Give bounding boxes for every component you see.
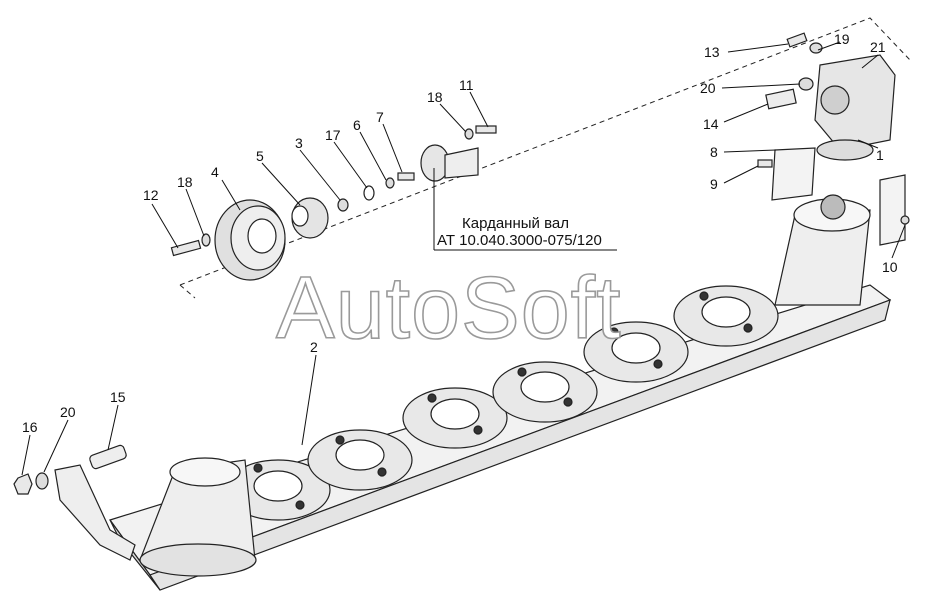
hub-5 xyxy=(291,197,329,239)
bolt-14 xyxy=(765,88,797,110)
nut-10 xyxy=(900,215,910,225)
bolt-7 xyxy=(397,172,415,181)
left-drum xyxy=(139,457,257,577)
cutter-discs xyxy=(225,285,779,521)
cutter-disc xyxy=(583,321,689,383)
washer-20b xyxy=(35,472,49,490)
caption-line2: АТ 10.040.3000-075/120 xyxy=(437,232,602,249)
callout-15: 15 xyxy=(110,389,126,405)
callout-1: 1 xyxy=(876,147,884,163)
bolt-13 xyxy=(786,32,808,48)
callout-18: 18 xyxy=(427,89,443,105)
assembly-axis xyxy=(179,17,911,299)
callout-6: 6 xyxy=(353,117,361,133)
callout-9: 9 xyxy=(710,176,718,192)
caption-line1: Карданный вал xyxy=(462,215,569,232)
callout-labels: 13 19 21 20 14 1 8 9 10 11 18 7 6 17 3 5… xyxy=(22,31,898,435)
cutter-disc xyxy=(402,387,508,449)
callout-20: 20 xyxy=(60,404,76,420)
cutter-disc xyxy=(225,459,331,521)
washer-19 xyxy=(809,42,823,54)
pin-15 xyxy=(89,444,127,470)
bolt-12 xyxy=(170,239,202,257)
driveshaft-caption: Карданный вал АТ 10.040.3000-075/120 xyxy=(433,168,617,251)
callout-17: 17 xyxy=(325,127,341,143)
washer-3 xyxy=(337,198,349,212)
callout-13: 13 xyxy=(704,44,720,60)
callout-11: 11 xyxy=(459,77,474,93)
nut-16 xyxy=(13,473,33,495)
pulley-4 xyxy=(214,199,286,281)
callout-5: 5 xyxy=(256,148,264,164)
callout-19: 19 xyxy=(834,31,850,47)
right-drum xyxy=(771,147,906,306)
gearbox xyxy=(814,54,896,161)
callout-21: 21 xyxy=(870,39,886,55)
washer-18b xyxy=(201,233,211,247)
washer-6 xyxy=(385,177,395,189)
callout-14: 14 xyxy=(703,116,719,132)
ring-17 xyxy=(363,185,375,201)
yoke-flange xyxy=(420,144,479,182)
callout-18: 18 xyxy=(177,174,193,190)
bolt-9 xyxy=(757,159,773,168)
bolt-11 xyxy=(475,125,497,134)
callout-16: 16 xyxy=(22,419,38,435)
left-bracket xyxy=(54,464,136,561)
callout-20: 20 xyxy=(700,80,716,96)
callout-8: 8 xyxy=(710,144,718,160)
callout-2: 2 xyxy=(310,339,318,355)
washer-18a xyxy=(464,128,474,140)
callout-3: 3 xyxy=(295,135,303,151)
callout-12: 12 xyxy=(143,187,159,203)
cutter-disc xyxy=(492,361,598,423)
washer-20 xyxy=(798,77,814,91)
callout-4: 4 xyxy=(211,164,219,180)
cutter-disc xyxy=(673,285,779,347)
cutter-disc xyxy=(307,429,413,491)
callout-10: 10 xyxy=(882,259,898,275)
callout-7: 7 xyxy=(376,109,384,125)
watermark: AutoSoft xyxy=(276,258,622,357)
leader-lines xyxy=(21,41,906,476)
